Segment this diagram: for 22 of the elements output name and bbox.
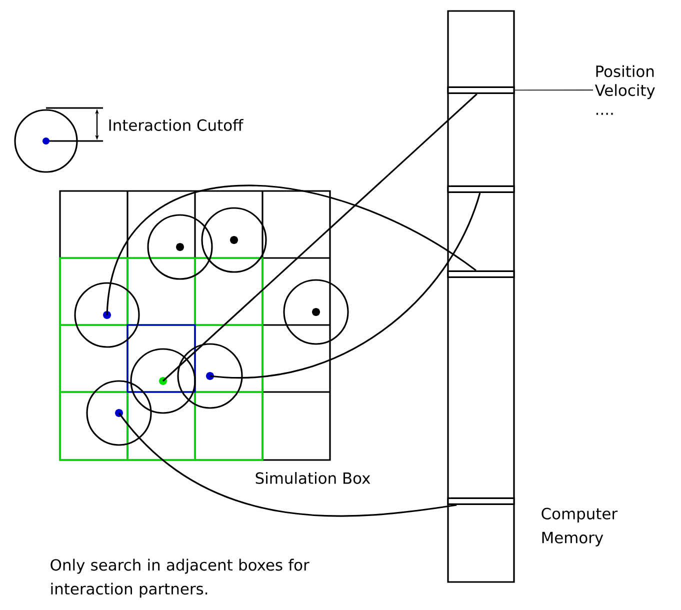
connector-line (106, 184, 476, 316)
leader-line (514, 90, 594, 91)
particle-dot (230, 236, 238, 244)
grid-label: Simulation Box (256, 472, 370, 484)
connector-line (118, 412, 457, 517)
particle-dot (176, 243, 184, 251)
particle-dot (206, 372, 214, 380)
connector-line (210, 192, 481, 378)
memory-label: Computer Memory (542, 508, 618, 546)
note-text: Only search in adjacent boxes for interaction partners. (50, 558, 310, 598)
particle-dot (103, 311, 111, 319)
cutoff-label: Interaction Cutoff (109, 119, 244, 131)
connector-line (162, 93, 478, 382)
memory-slot (447, 270, 515, 278)
memory-slot (447, 497, 515, 505)
memory-slot (447, 86, 515, 94)
particle-dot (312, 308, 320, 316)
memory-column (447, 10, 515, 583)
particle-dot (159, 377, 167, 385)
memory-slot (447, 185, 515, 193)
annotation-text: Position Velocity .... (594, 65, 655, 115)
particle-dot (115, 409, 123, 417)
